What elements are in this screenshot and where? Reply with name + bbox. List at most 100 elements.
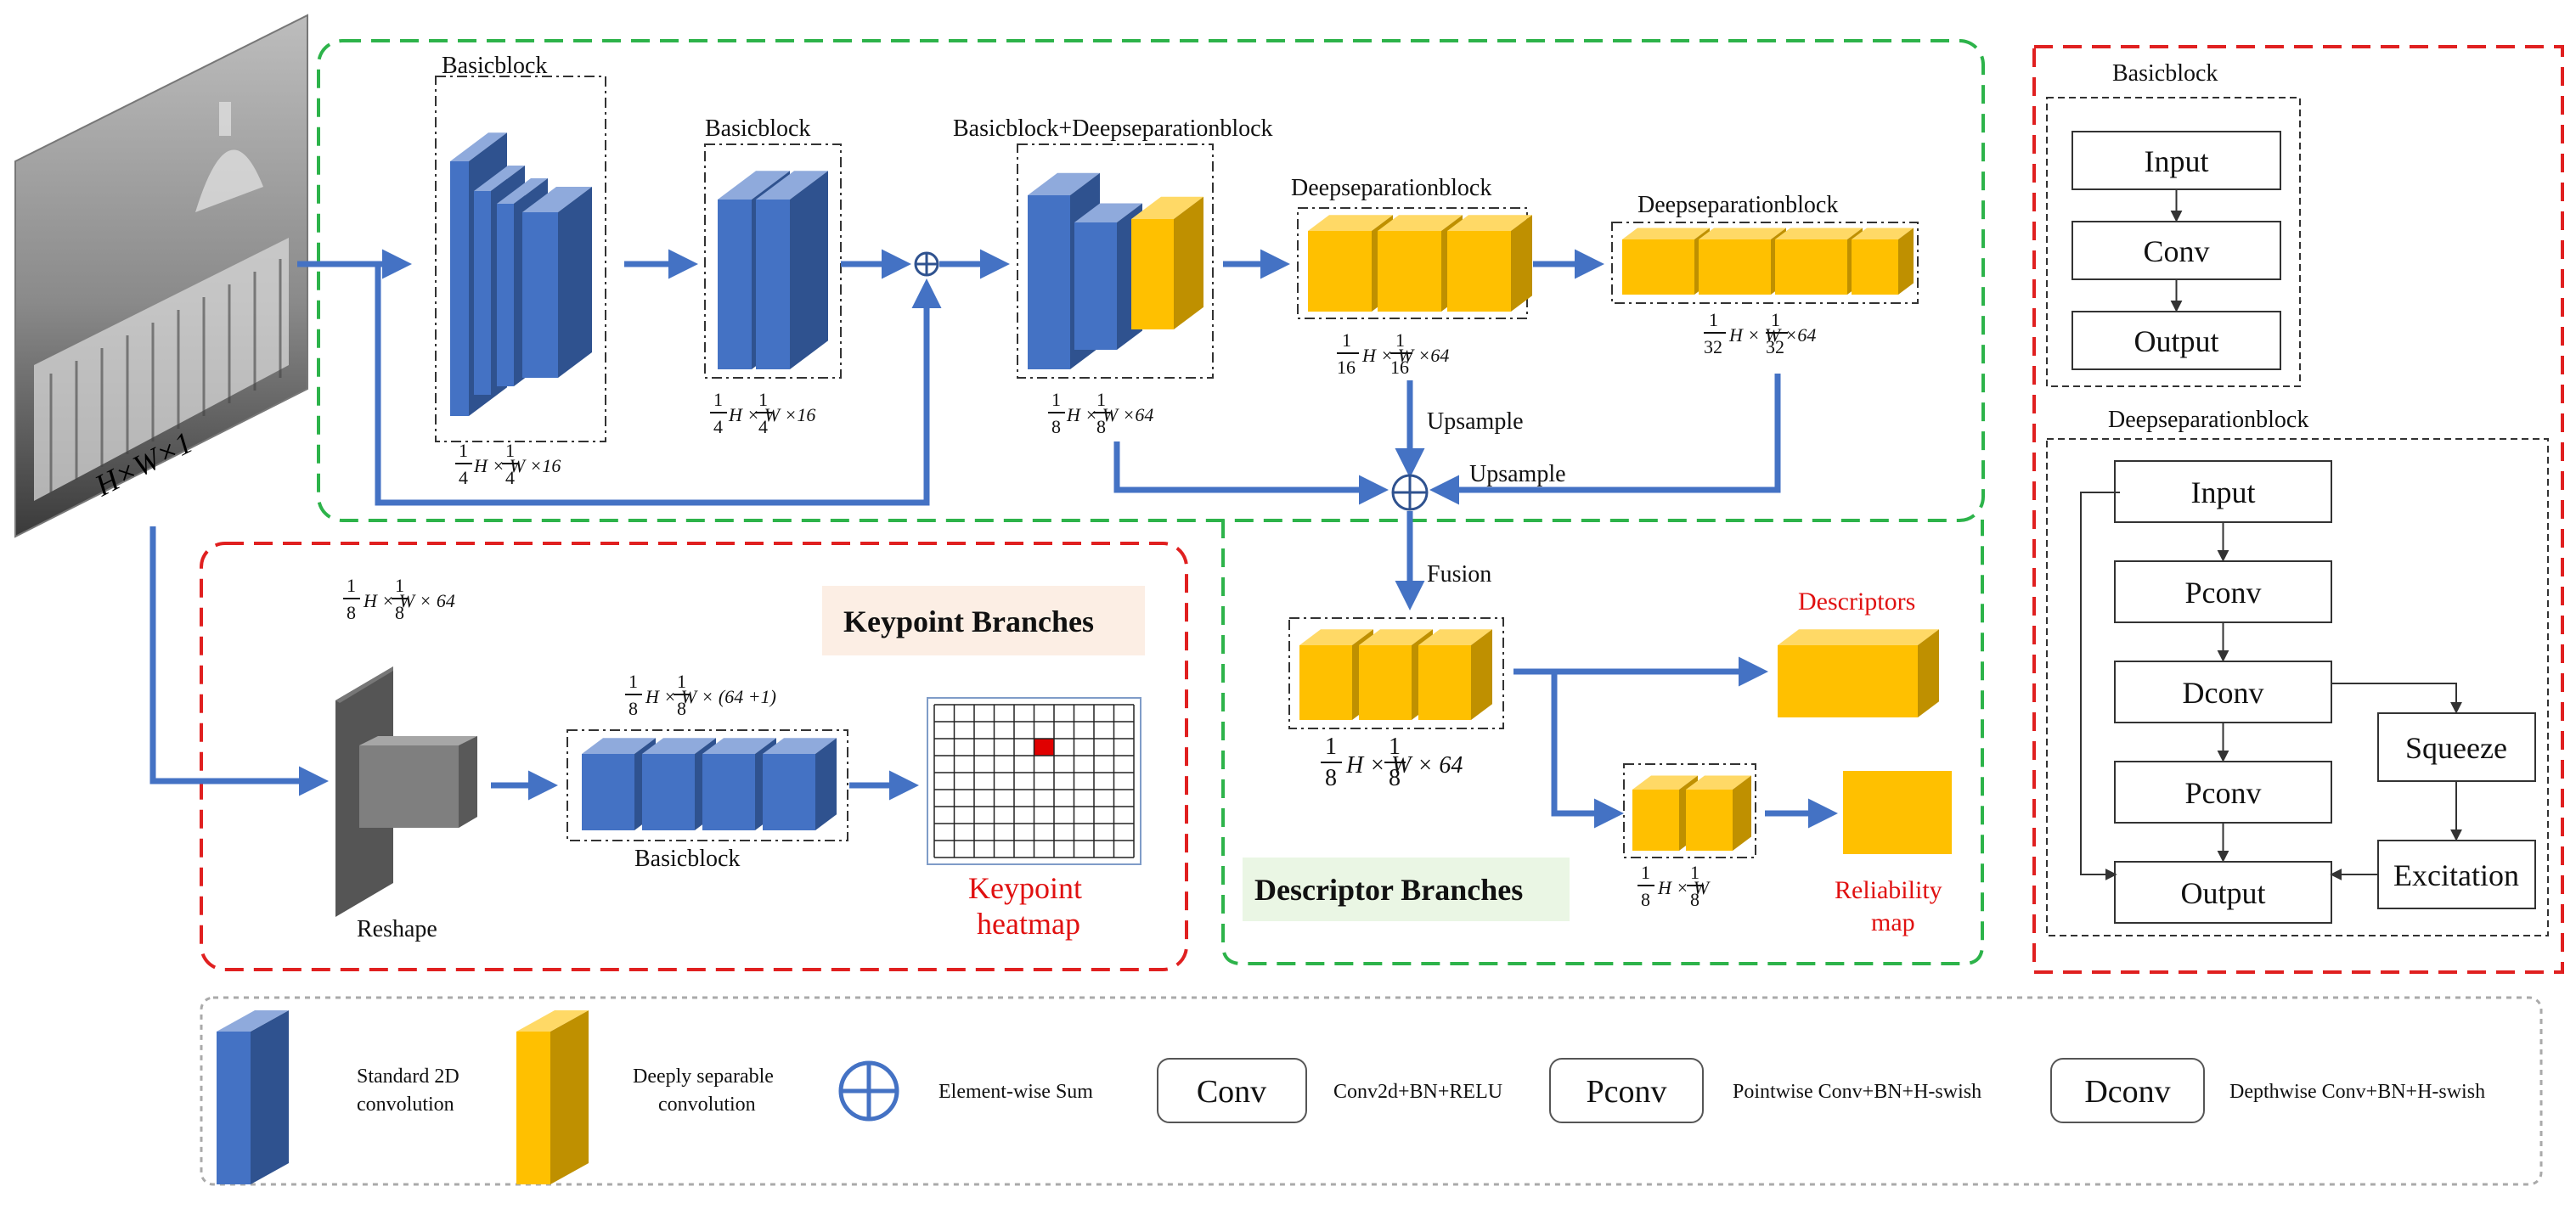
rel-layer-2-front: [1686, 790, 1733, 851]
basicblock-2-layers: [718, 171, 828, 369]
fusion-label: Fusion: [1427, 561, 1491, 588]
b2-layer-2-side: [790, 171, 828, 369]
heatmap-label-2: heatmap: [977, 907, 1080, 941]
svg-text:8: 8: [628, 698, 638, 719]
b5-layer-3-top: [1775, 228, 1863, 239]
svg-text:8: 8: [347, 602, 356, 623]
keypoint-branches-bg: [822, 586, 1145, 655]
svg-text:32: 32: [1704, 336, 1722, 357]
reliability-block-frame: [1623, 763, 1756, 858]
svg-text:8: 8: [1051, 416, 1061, 437]
legend-deep-line2: convolution: [658, 1094, 756, 1116]
deepsep-block-2-title: Deepseparationblock: [1637, 192, 1838, 218]
basicblock-1-title: Basicblock: [442, 53, 547, 79]
deep-step-box-3: [2114, 661, 2332, 723]
basic-step-label-1: Input: [2145, 144, 2209, 178]
svg-text:1: 1: [1342, 329, 1351, 351]
descriptor-branches-title: Descriptor Branches: [1254, 873, 1523, 907]
b5-layer-2-top: [1699, 228, 1786, 239]
basicblock-2-title: Basicblock: [705, 115, 810, 142]
svg-text:8: 8: [1389, 765, 1401, 791]
keypoint-heatmap-grid: [927, 697, 1141, 865]
b4-layer-2-front: [1378, 231, 1441, 312]
reliability-map: [1843, 771, 1952, 854]
b3-layer-3-top: [1131, 196, 1203, 219]
b3-layer-1-front: [1028, 195, 1070, 369]
descriptor-arrows: [1513, 656, 1838, 829]
b3-layer-2-front: [1074, 222, 1117, 350]
fusion-block-frame: [1288, 617, 1504, 729]
legend-standard-line2: convolution: [357, 1094, 454, 1116]
b5-layer-1-front: [1622, 239, 1694, 295]
b3-layer-3: [1131, 196, 1203, 329]
b1-layer-2-front: [474, 191, 491, 395]
panel-basicblock-title: Basicblock: [2112, 60, 2218, 87]
panel-deepsep-title: Deepseparationblock: [2108, 407, 2308, 433]
kp-layer-2-front: [642, 754, 695, 830]
deep-step-box-1: [2114, 460, 2332, 523]
svg-text:1: 1: [1395, 329, 1405, 351]
legend-sum-icon: [838, 1060, 899, 1122]
kp-layer-1-top: [582, 738, 656, 754]
kp-layer-4-side: [815, 738, 837, 830]
svg-text:1: 1: [1641, 862, 1650, 883]
deepsep-block-1-layers: [1308, 215, 1532, 312]
descriptors-volume-shape-top: [1778, 629, 1939, 645]
fusion-layer-1-top: [1299, 629, 1373, 645]
svg-text:1: 1: [1389, 734, 1401, 760]
b5-layer-3: [1775, 228, 1863, 295]
descriptor-region: [1221, 520, 1984, 965]
reliability-label-1: Reliability: [1835, 876, 1942, 904]
basic-step-box-3: [2072, 311, 2281, 370]
svg-text:1: 1: [1096, 389, 1106, 410]
keypoint-block-dim: 1 8 1 8 H × W × (64 +1): [625, 671, 776, 719]
basicblock-2-frame: [704, 143, 842, 379]
deep-step-box-5: [2114, 861, 2332, 924]
basic-step-box-2: [2072, 221, 2281, 280]
svg-text:H × W × 64: H × W × 64: [363, 590, 455, 611]
rel-layer-2: [1686, 775, 1751, 851]
b5-layer-2-front: [1699, 239, 1771, 295]
kp-layer-2-top: [642, 738, 716, 754]
svg-text:H × W ×64: H × W ×64: [1066, 404, 1153, 425]
svg-text:1: 1: [758, 389, 768, 410]
kp-layer-4-top: [763, 738, 837, 754]
svg-text:16: 16: [1390, 357, 1409, 378]
basic-step-label-3: Output: [2134, 324, 2218, 358]
b1-layer-4-side: [558, 187, 592, 378]
b1-layer-2-top: [474, 166, 525, 191]
fusion-block-dim: 1 8 1 8 H × W × 64: [1321, 734, 1463, 791]
basicblock-deepsep-layers: [1028, 172, 1203, 369]
kp-layer-1-front: [582, 754, 634, 830]
deep-step-label-2: Pconv: [2185, 576, 2262, 610]
keypoint-branches-title: Keypoint Branches: [843, 604, 1094, 638]
basicblock-1-dim: 1 4 1 4 H × W ×16: [455, 440, 561, 488]
rel-layer-1-front: [1632, 790, 1679, 851]
basic-step-box-1: [2072, 131, 2281, 190]
keypoint-input-dim: 1 8 1 8 H × W × 64: [343, 575, 455, 623]
keypoint-arrows: [149, 526, 919, 801]
svg-text:1: 1: [628, 671, 638, 692]
svg-text:1: 1: [1709, 309, 1718, 330]
descriptors-label: Descriptors: [1798, 588, 1915, 616]
svg-text:H × W: H × W: [1657, 877, 1711, 898]
legend-pconv-box-label: Pconv: [1587, 1074, 1667, 1110]
b2-layer-1-front: [718, 200, 752, 369]
panel-deepsep-frame: [2046, 438, 2549, 936]
b2-layer-2-top: [756, 171, 828, 200]
svg-text:H × W × (64 +1): H × W × (64 +1): [645, 686, 776, 707]
legend-sum-label: Element-wise Sum: [939, 1081, 1093, 1103]
legend-conv-box: [1157, 1058, 1307, 1123]
svg-text:1: 1: [1690, 862, 1699, 883]
b5-layer-3-front: [1775, 239, 1847, 295]
legend-pconv-desc: Pointwise Conv+BN+H-swish: [1733, 1081, 1981, 1103]
svg-text:1: 1: [1771, 309, 1780, 330]
svg-text:8: 8: [1690, 889, 1699, 910]
b5-layer-4-side: [1898, 228, 1914, 295]
descriptors-volume: [1778, 629, 1939, 717]
b4-layer-1-top: [1308, 215, 1393, 231]
legend-deep-line1: Deeply separable: [633, 1066, 774, 1088]
panel-basicblock-frame: [2046, 97, 2301, 387]
